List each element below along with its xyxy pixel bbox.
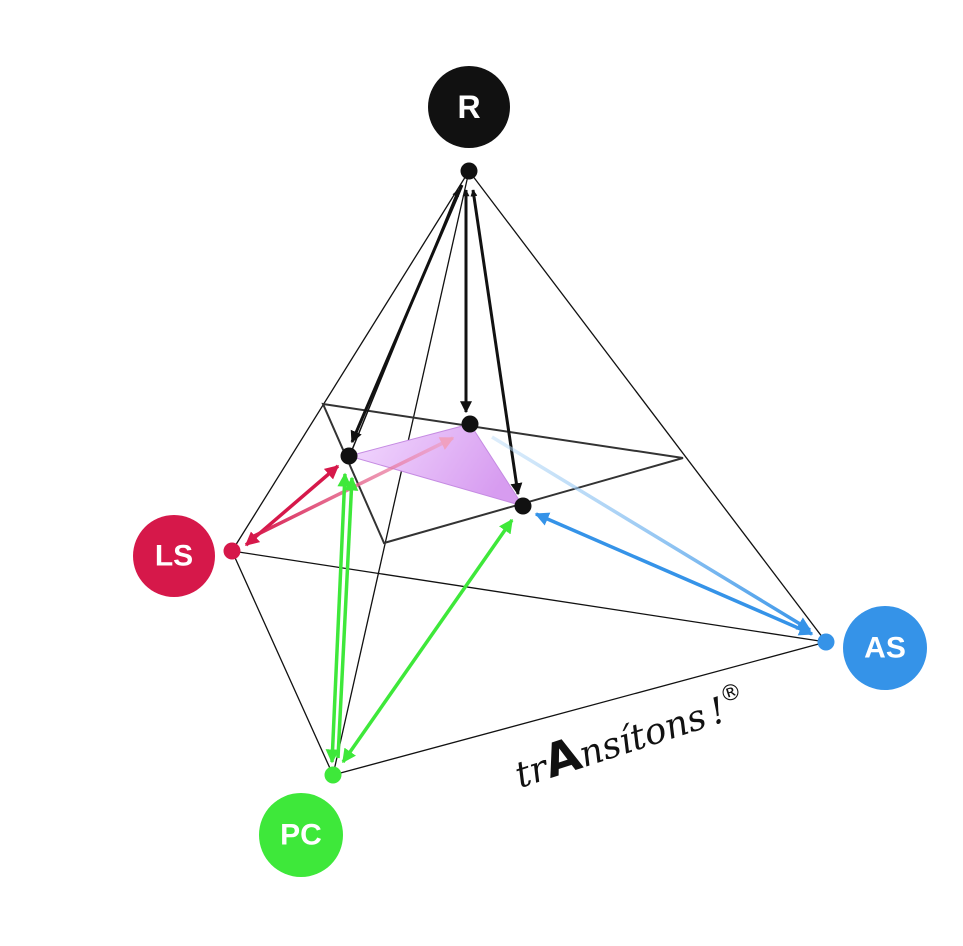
node-ls-label: LS <box>155 540 193 573</box>
arrow-as-p2 <box>491 435 812 632</box>
arrow-r-p3 <box>470 189 523 496</box>
node-as-circle <box>843 606 927 690</box>
node-ls-circle <box>133 515 215 597</box>
edge-r-as <box>468 170 827 643</box>
logo-post: nsítons <box>574 696 711 775</box>
inner-triangle <box>347 423 525 507</box>
node-r[interactable]: R <box>428 66 510 148</box>
inner-point-2 <box>461 415 479 433</box>
vertex-as-dot <box>817 633 835 651</box>
arrow-as-p3 <box>534 512 814 636</box>
edge-ls-pc <box>231 550 334 776</box>
node-pc-label: PC <box>280 819 322 852</box>
edge-ls-as <box>231 550 827 643</box>
transitions-logo: trAnsítons!® <box>507 673 753 799</box>
node-pc[interactable]: PC <box>259 793 343 877</box>
arrow-pc-p3 <box>341 518 514 764</box>
inner-point-3 <box>514 497 532 515</box>
vertex-ls-dot <box>223 542 241 560</box>
as-arrows <box>491 435 814 636</box>
vertex-r-dot <box>460 162 478 180</box>
logo-text: trAnsítons!® <box>507 673 753 799</box>
r-arrows <box>350 184 523 496</box>
node-as[interactable]: AS <box>843 606 927 690</box>
node-r-label: R <box>457 89 480 125</box>
vertex-dots <box>223 162 835 784</box>
vertex-pc-dot <box>324 766 342 784</box>
node-r-circle <box>428 66 510 148</box>
inner-point-1 <box>340 447 358 465</box>
arrow-p1-r <box>351 189 459 451</box>
node-as-label: AS <box>864 632 906 665</box>
node-pc-circle <box>259 793 343 877</box>
node-ls[interactable]: LS <box>133 515 215 597</box>
pc-arrows <box>325 472 514 764</box>
